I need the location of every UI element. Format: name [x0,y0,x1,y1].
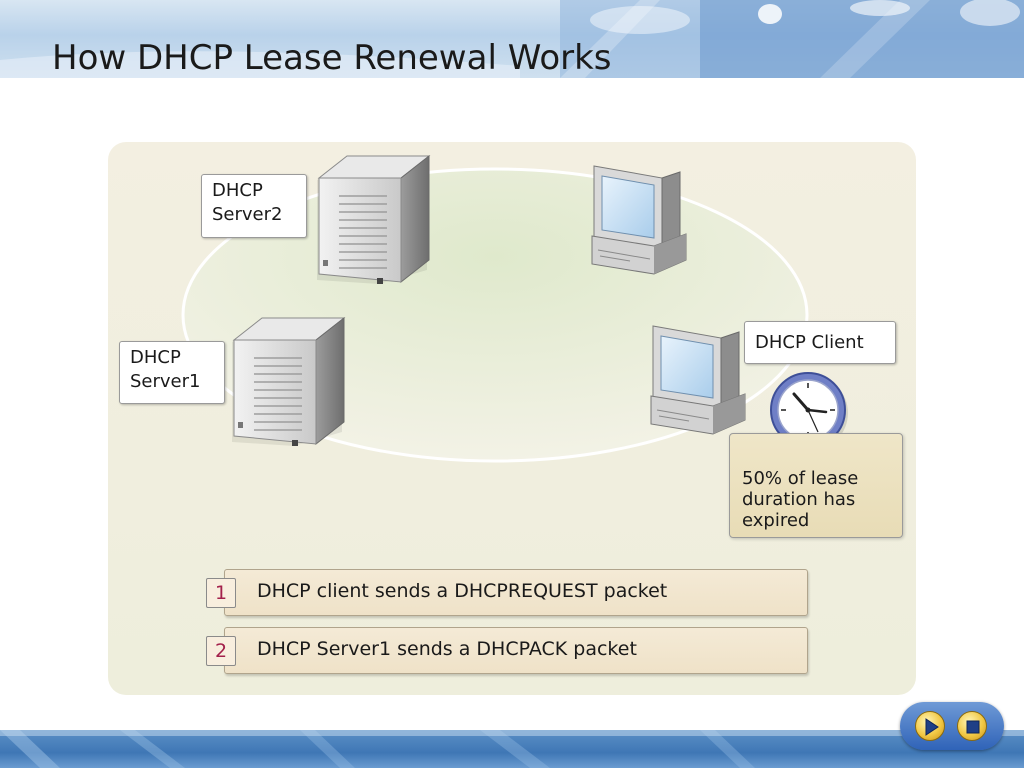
client-computer-icon [650,325,746,435]
server1-icon [232,316,346,446]
play-icon [925,718,939,736]
server2-icon [317,154,431,284]
stop-icon [966,720,980,734]
step-1-text: DHCP client sends a DHCPREQUEST packet [257,580,668,602]
computer-icon [591,165,687,275]
server2-label: DHCP Server2 [201,174,307,238]
footer-band [0,730,1024,768]
slide-title: How DHCP Lease Renewal Works [52,38,612,78]
footer-light-streaks [0,730,1024,768]
client-label: DHCP Client [744,321,896,364]
header-banner [0,0,1024,78]
stop-button[interactable] [957,711,987,741]
clock-icon [770,372,848,451]
slide-nav-controls [900,702,1004,750]
lease-note: 50% of lease duration has expired [729,433,903,538]
step-2-number: 2 [206,636,236,666]
step-1: 1 DHCP client sends a DHCPREQUEST packet [206,569,808,616]
server1-label: DHCP Server1 [119,341,225,404]
banner-light-streaks [0,0,1024,78]
step-2-text: DHCP Server1 sends a DHCPACK packet [257,638,637,660]
step-1-number: 1 [206,578,236,608]
play-button[interactable] [915,711,945,741]
step-2: 2 DHCP Server1 sends a DHCPACK packet [206,627,808,674]
